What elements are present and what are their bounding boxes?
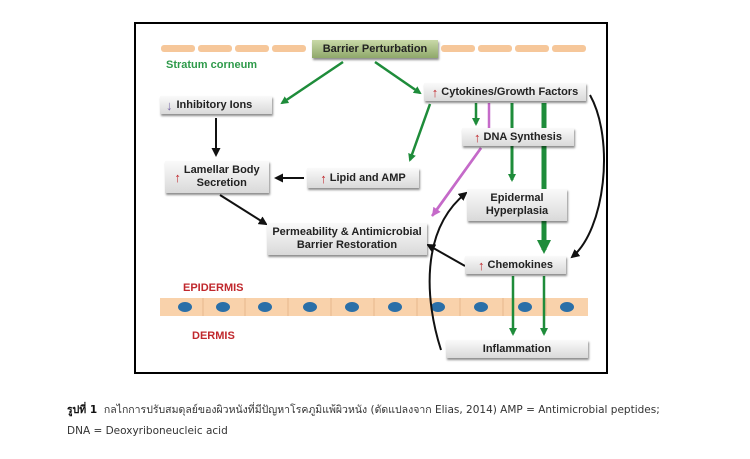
arrow-dna-to-restoration — [431, 147, 483, 217]
node-label: Chemokines — [487, 258, 553, 271]
node-label: Barrier Perturbation — [322, 42, 428, 55]
epidermis-cell-layer — [160, 298, 588, 316]
label-line: Barrier Restoration — [296, 239, 398, 251]
arrow-chemokines-to-restoration — [426, 244, 466, 267]
node-label: Inhibitory Ions — [176, 98, 253, 111]
dermis-label: DERMIS — [192, 330, 235, 342]
node-barrier-perturbation: Barrier Perturbation — [312, 40, 438, 58]
up-arrow-icon: ↑ — [478, 257, 485, 273]
figure-caption-line2: DNA = Deoxyriboneucleic acid — [67, 425, 228, 437]
node-inflammation: Inflammation — [446, 340, 588, 358]
up-arrow-icon: ↑ — [174, 169, 181, 185]
up-arrow-icon: ↑ — [320, 170, 327, 186]
node-dna-synthesis: ↑ DNA Synthesis — [462, 128, 574, 146]
down-arrow-icon: ↓ — [166, 97, 173, 113]
arrow-inflammation-to-epidermal-curve — [428, 191, 468, 351]
node-chemokines: ↑ Chemokines — [465, 256, 566, 274]
arrow-barrier-to-inhibitory — [280, 60, 344, 105]
node-label: DNA Synthesis — [483, 130, 562, 143]
figure-caption-line1: รูปที่ 1 กลไกการปรับสมดุลย์ของผิวหนังที่… — [67, 401, 660, 418]
arrow-lamellar-to-restoration — [219, 194, 268, 226]
arrow-barrier-to-cytokines — [374, 60, 422, 95]
label-line: Hyperplasia — [485, 205, 549, 217]
label-line: Secretion — [196, 177, 247, 189]
node-inhibitory-ions: ↓ Inhibitory Ions — [160, 96, 272, 114]
node-label: Cytokines/Growth Factors — [441, 85, 579, 98]
caption-text: กลไกการปรับสมดุลย์ของผิวหนังที่มีปัญหาโร… — [103, 404, 660, 416]
arrow-cytokines-to-lipid — [408, 103, 432, 162]
up-arrow-icon: ↑ — [431, 84, 439, 100]
label-line: Epidermal — [490, 192, 544, 204]
node-cytokines: ↑ Cytokines/Growth Factors — [424, 83, 586, 101]
node-lipid-amp: ↑ Lipid and AMP — [307, 168, 419, 188]
figure-label: รูปที่ 1 — [67, 404, 98, 416]
up-arrow-icon: ↑ — [474, 129, 481, 145]
stratum-corneum-layer — [161, 45, 586, 52]
arrow-cytokines-to-chemokines-curve — [570, 94, 605, 259]
label-line: Lamellar Body — [183, 164, 260, 176]
node-label: Inflammation — [482, 342, 552, 355]
stratum-corneum-label: Stratum corneum — [166, 59, 258, 71]
epidermis-label: EPIDERMIS — [183, 282, 244, 294]
label-line: Permeability & Antimicrobial — [272, 226, 422, 238]
node-label: Lipid and AMP — [329, 171, 406, 184]
